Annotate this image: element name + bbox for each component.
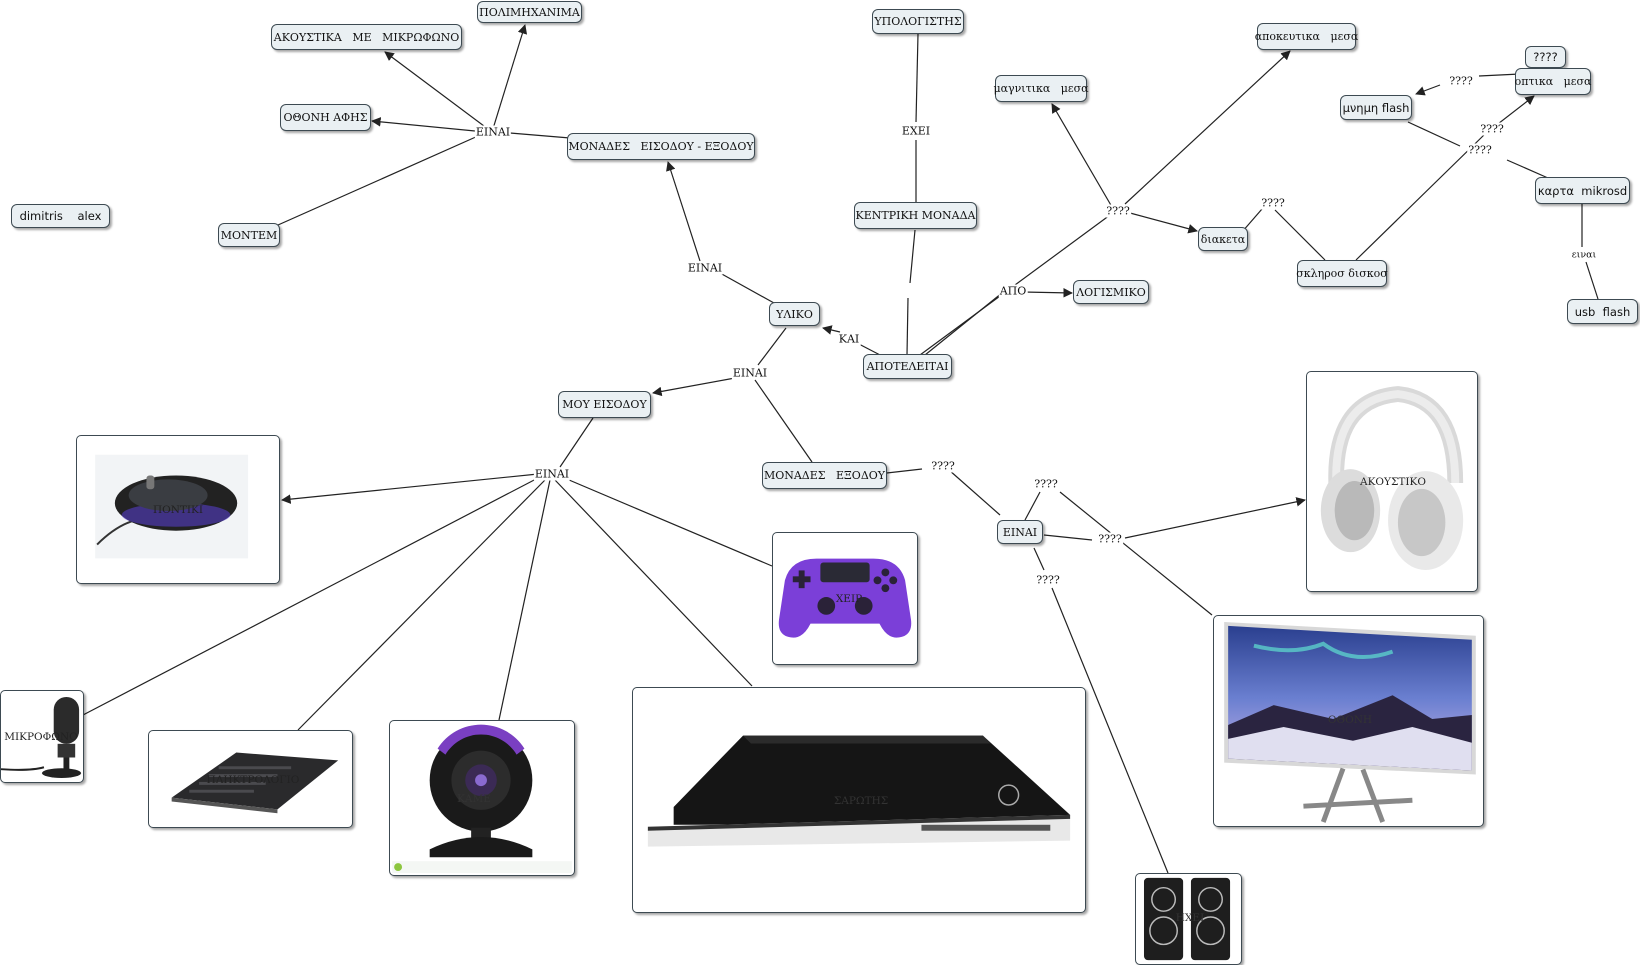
mouse-icon <box>95 454 249 559</box>
node-yliko[interactable]: ΥΛΙΚΟ <box>769 302 820 326</box>
node-disketa[interactable]: διακετα <box>1198 227 1248 251</box>
link-einai-top[interactable]: ΕΙΝΑΙ <box>474 125 512 139</box>
node-kentriki-monada[interactable]: ΚΕΝΤΡΙΚΗ ΜΟΝΑΔΑ <box>854 202 977 229</box>
webcam-icon <box>392 724 572 874</box>
node-monades-exodou[interactable]: ΜΟΝΑΔΕΣ ΕΞΟΔΟΥ <box>762 462 887 489</box>
link-unknown-exodou[interactable]: ???? <box>930 459 956 473</box>
link-einai-yliko-split[interactable]: ΕΙΝΑΙ <box>731 366 769 380</box>
image-node-headphones[interactable]: ΑΚΟΥΣΤΙΚΟ <box>1306 371 1478 592</box>
link-unknown-headphones[interactable]: ???? <box>1097 532 1123 546</box>
image-node-gamepad[interactable]: ΧΕΙΡ <box>772 532 918 665</box>
image-node-mouse[interactable]: ΠΟΝΤΙΚΙ <box>76 435 280 584</box>
node-mou-eisodou[interactable]: ΜΟΥ ΕΙΣΟΔΟΥ <box>558 391 651 418</box>
node-magnitika-mesa[interactable]: μαγνιτικα μεσα <box>993 75 1089 102</box>
link-einai-usb[interactable]: ειναι <box>1570 248 1598 262</box>
microphone-icon <box>1 696 82 778</box>
link-einai-input[interactable]: ΕΙΝΑΙ <box>533 467 571 481</box>
node-modem[interactable]: ΜΟΝΤΕΜ <box>218 223 280 247</box>
speakers-icon <box>1143 877 1231 961</box>
node-unknown-top[interactable]: ???? <box>1525 46 1566 68</box>
node-dimitris-alex[interactable]: dimitris alex <box>11 204 110 228</box>
image-node-keyboard[interactable]: ΠΛΗΚΤΡΟΛΟΓΙΟ <box>148 730 353 828</box>
image-node-monitor[interactable]: ΟΘΟΝΗ <box>1213 615 1484 827</box>
node-ypologistis[interactable]: ΥΠΟΛΟΓΙΣΤΗΣ <box>872 9 964 34</box>
scanner-icon <box>647 735 1071 847</box>
link-exei[interactable]: ΕΧΕΙ <box>900 124 932 138</box>
node-monades-eisodou-exodou[interactable]: ΜΟΝΑΔΕΣ ΕΙΣΟΔΟΥ - ΕΞΟΔΟΥ <box>567 133 755 160</box>
node-akoustika-mikrofono[interactable]: ΑΚΟΥΣΤΙΚΑ ΜΕ ΜΙΚΡΩΦΩΝΟ <box>271 24 462 50</box>
image-node-webcam[interactable]: ΚΑΜΕ <box>389 720 575 876</box>
node-mnimi-flash[interactable]: μνημη flash <box>1340 95 1412 120</box>
link-kai[interactable]: ΚΑΙ <box>837 332 861 346</box>
gamepad-icon <box>778 558 912 638</box>
node-othoni-afis[interactable]: ΟΘΟΝΗ ΑΦΗΣ <box>280 104 371 131</box>
image-node-speakers[interactable]: ΗΧΕΙ <box>1135 873 1242 965</box>
image-node-scanner[interactable]: ΣΑΡΩΤΗΣ <box>632 687 1086 913</box>
node-karta-mikrosd[interactable]: καρτα mikrosd <box>1535 177 1630 204</box>
node-logismiko[interactable]: ΛΟΓΙΣΜΙΚΟ <box>1073 280 1149 304</box>
link-unknown-mnimi[interactable]: ???? <box>1448 74 1474 88</box>
link-unknown-optika-2[interactable]: ???? <box>1467 143 1493 157</box>
link-apo[interactable]: ΑΠΟ <box>998 284 1028 298</box>
link-unknown-optika[interactable]: ???? <box>1479 122 1505 136</box>
link-unknown-monitor[interactable]: ???? <box>1033 477 1059 491</box>
node-optika-mesa[interactable]: οπτικα μεσα <box>1515 68 1591 95</box>
node-apoteleitai[interactable]: ΑΠΟΤΕΛΕΙΤΑΙ <box>863 354 952 379</box>
node-usb-flash[interactable]: usb flash <box>1567 299 1638 324</box>
node-skliros-diskos[interactable]: σκληροσ δισκοσ <box>1296 260 1388 287</box>
keyboard-icon <box>171 752 339 814</box>
node-apokeutika-mesa[interactable]: αποκευτικα μεσα <box>1255 23 1358 50</box>
link-unknown-storage[interactable]: ???? <box>1105 204 1131 218</box>
monitor-icon <box>1224 621 1476 823</box>
node-polimixanima[interactable]: ΠΟΛΙΜΗΧΑΝΙΜΑ <box>477 1 582 23</box>
headphones-icon <box>1320 386 1464 570</box>
node-einai-output[interactable]: ΕΙΝΑΙ <box>997 520 1043 544</box>
link-unknown-speakers[interactable]: ???? <box>1035 573 1061 587</box>
link-unknown-disk[interactable]: ???? <box>1260 196 1286 210</box>
link-einai-yliko-io[interactable]: ΕΙΝΑΙ <box>686 261 724 275</box>
image-node-microphone[interactable]: ΜΙΚΡΟΦΩΝΟ <box>0 690 84 783</box>
